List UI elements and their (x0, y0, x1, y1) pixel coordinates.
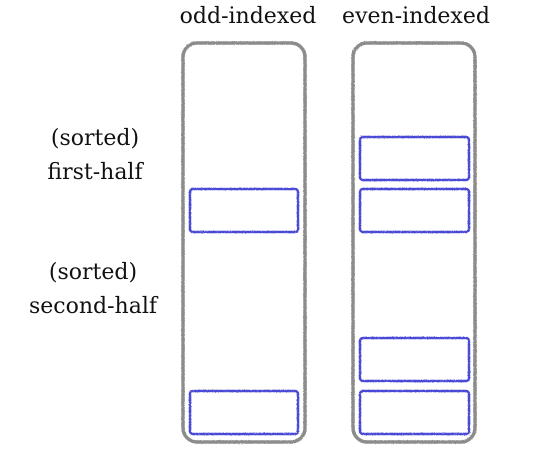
first-half-label-line1: (sorted) (50, 126, 140, 151)
even-second-half-box-1 (358, 336, 471, 383)
odd-first-half-box (188, 187, 300, 234)
second-half-label-line2: second-half (28, 294, 158, 319)
odd-second-half-box (188, 389, 300, 436)
even-first-half-box-2 (358, 187, 471, 234)
first-half-label-line2: first-half (47, 160, 143, 185)
second-half-label: (sorted) second-half (29, 256, 157, 324)
even-indexed-column (351, 41, 477, 444)
second-half-label-line1: (sorted) (48, 260, 138, 285)
first-half-label: (sorted) first-half (47, 122, 142, 190)
even-second-half-box-2 (358, 389, 471, 436)
even-indexed-title: even-indexed (342, 4, 490, 29)
even-first-half-box-1 (358, 135, 471, 182)
odd-indexed-title: odd-indexed (179, 4, 317, 29)
odd-indexed-column (181, 41, 307, 444)
